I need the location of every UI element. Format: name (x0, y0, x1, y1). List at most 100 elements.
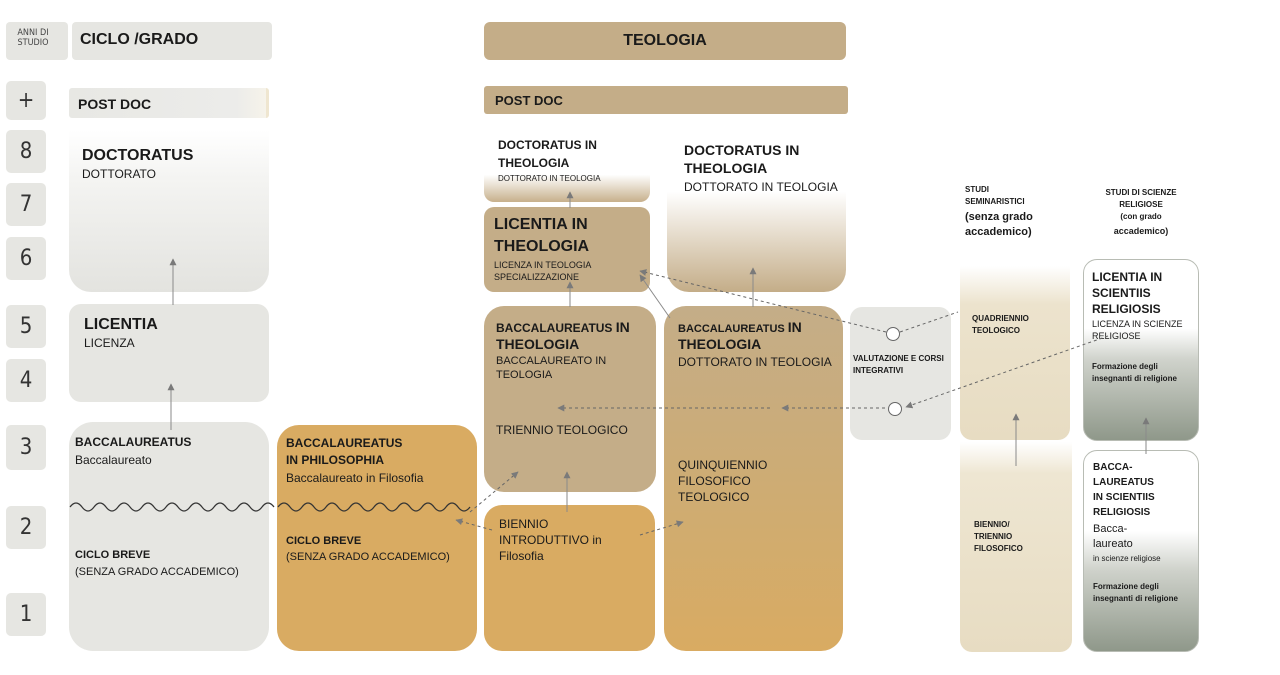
sc-bacc-1: BACCA- (1093, 462, 1133, 473)
bacc2-title-a: BACCALAUREATUS (678, 323, 785, 335)
year-badge-8: 8 (6, 130, 46, 173)
sc-form1-2: insegnanti di religione (1092, 374, 1177, 383)
dashed-arrow-biennio-to-filosofia (455, 518, 493, 531)
sc-lic-sub-1: LICENZA IN SCIENZE (1092, 319, 1183, 329)
filosofia-breve-sub: (SENZA GRADO ACCADEMICO) (286, 551, 450, 563)
sc-bacc-4: RELIGIOSIS (1093, 507, 1151, 518)
filosofia-baccalaureatus: BACCALAUREATUS IN PHILOSOPHIA Baccalaure… (277, 425, 477, 651)
valutazione-line-1: VALUTAZIONE E CORSI (853, 354, 944, 363)
bacc1-title-line1: BACCALAUREATUS IN (496, 319, 630, 336)
ciclo-breve-sub: (SENZA GRADO ACCADEMICO) (75, 566, 239, 578)
bacc2-title-line1: BACCALAUREATUS IN (678, 319, 802, 336)
arrow-bacc2-to-lic (639, 274, 671, 319)
sc-form2-1: Formazione degli (1093, 582, 1159, 591)
biennio-triennio-box: BIENNIO/ TRIENNIO FILOSOFICO (960, 442, 1072, 652)
wavy-separator-filosofia (277, 502, 471, 512)
teologia-doctoratus-1: DOCTORATUS IN THEOLOGIA DOTTORATO IN TEO… (484, 130, 650, 202)
bacc1-sub-2: TEOLOGIA (496, 369, 553, 381)
teologia-header: TEOLOGIA (484, 22, 846, 60)
scienze-licentia: LICENTIA IN SCIENTIIS RELIGIOSIS LICENZA… (1083, 259, 1199, 441)
teologia-baccalaureatus-2: BACCALAUREATUS IN THEOLOGIA DOTTORATO IN… (664, 306, 843, 651)
ciclo-bacc-title: BACCALAUREATUS (75, 435, 192, 449)
sc-lic-3: RELIGIOSIS (1092, 302, 1161, 316)
ciclo-baccalaureatus: BACCALAUREATUS Baccalaureato CICLO BREVE… (69, 422, 269, 651)
ciclo-post-doc: POST DOC (69, 88, 269, 118)
teologia-licentia: LICENTIA IN THEOLOGIA LICENZA IN TEOLOGI… (484, 207, 650, 292)
year-badge-5: 5 (6, 305, 46, 348)
year-badge-plus: + (6, 81, 46, 120)
year-badge-4: 4 (6, 359, 46, 402)
sc-lic-1: LICENTIA IN (1092, 270, 1163, 284)
scienze-header-3: (con grado (1120, 212, 1162, 221)
ciclo-post-doc-label: POST DOC (78, 96, 152, 112)
seminaristici-header-3: (senza grado (965, 211, 1033, 223)
sem-biennio-2: TRIENNIO (974, 532, 1013, 541)
sc-bacc-3: IN SCIENTIIS (1093, 492, 1155, 503)
sc-bacc-sub-3: in scienze religiose (1093, 554, 1161, 563)
lic-title-2: THEOLOGIA (494, 238, 590, 255)
sem-biennio-3: FILOSOFICO (974, 544, 1023, 553)
ciclo-licentia-sub: LICENZA (84, 336, 135, 350)
year-badge-7: 7 (6, 183, 46, 226)
bacc2-title-2: THEOLOGIA (678, 336, 762, 352)
ciclo-doctoratus-sub: DOTTORATO (82, 167, 157, 181)
ciclo-breve-title: CICLO BREVE (75, 549, 151, 561)
quadriennio-box: QUADRIENNIO TEOLOGICO (960, 266, 1070, 440)
seminaristici-header-2: SEMINARISTICI (965, 197, 1025, 206)
quinq-2: FILOSOFICO (678, 474, 751, 488)
ciclo-doctoratus: DOCTORATUS DOTTORATO (69, 130, 269, 292)
seminaristici-header-4: accademico) (965, 226, 1032, 238)
lic-sub-1: LICENZA IN TEOLOGIA (494, 260, 592, 270)
seminaristici-header-1: STUDI (965, 185, 989, 194)
bacc1-title-b: IN (615, 319, 630, 335)
valutazione-box: VALUTAZIONE E CORSI INTEGRATIVI (850, 307, 951, 440)
doct2-sub: DOTTORATO IN TEOLOGIA (684, 180, 838, 194)
teologia-post-doc: POST DOC (484, 86, 848, 114)
ciclo-licentia-title: LICENTIA (84, 316, 158, 333)
dashed-arrow-sc-lic-to-circle (905, 335, 1109, 409)
year-badge-6: 6 (6, 237, 46, 280)
dashed-arrow-filosofia-to-bacc1 (469, 471, 519, 513)
quadr-1: QUADRIENNIO (972, 314, 1029, 323)
filosofia-breve-title: CICLO BREVE (286, 535, 362, 547)
ciclo-header-label: CICLO /GRADO (80, 31, 199, 48)
biennio-3: Filosofia (499, 549, 544, 563)
bacc1-title-2: THEOLOGIA (496, 336, 580, 352)
bacc2-title-b: IN (787, 319, 802, 335)
filosofia-bacc-title-1: BACCALAUREATUS (286, 436, 403, 450)
valutazione-line-2: INTEGRATIVI (853, 366, 904, 375)
filosofia-bacc-sub: Baccalaureato in Filosofia (286, 471, 424, 485)
year-badge-2: 2 (6, 506, 46, 549)
years-header: ANNI DI STUDIO (6, 22, 68, 60)
sc-form1-1: Formazione degli (1092, 362, 1158, 371)
teologia-header-label: TEOLOGIA (623, 32, 707, 49)
bacc1-title-a: BACCALAUREATUS (496, 321, 613, 335)
filosofia-bacc-title-2: IN PHILOSOPHIA (286, 453, 385, 467)
sc-form2-2: insegnanti di religione (1093, 594, 1178, 603)
biennio-1: BIENNIO (499, 517, 549, 531)
valutazione-circle-top (886, 327, 900, 341)
lic-title-1: LICENTIA IN (494, 216, 588, 233)
lic-sub-2: SPECIALIZZAZIONE (494, 272, 580, 282)
sc-lic-sub-2: RELIGIOSE (1092, 331, 1141, 341)
sc-bacc-2: LAUREATUS (1093, 477, 1154, 488)
quinq-3: TEOLOGICO (678, 490, 750, 504)
year-badge-3: 3 (6, 425, 46, 470)
teologia-post-doc-label: POST DOC (495, 93, 563, 108)
years-header-label: ANNI DI STUDIO (17, 28, 49, 48)
dashed-arrow-biennio-to-quinq (639, 520, 684, 536)
scienze-header-4: accademico) (1113, 226, 1169, 236)
ciclo-doctoratus-title: DOCTORATUS (82, 147, 194, 164)
scienze-header-1: STUDI DI SCIENZE (1105, 188, 1177, 197)
doct2-title-2: THEOLOGIA (684, 160, 768, 176)
doct1-sub: DOTTORATO IN TEOLOGIA (498, 174, 601, 183)
teologia-doctoratus-2: DOCTORATUS IN THEOLOGIA DOTTORATO IN TEO… (667, 130, 846, 292)
quinq-1: QUINQUIENNIO (678, 458, 768, 472)
biennio-2: INTRODUTTIVO in (499, 533, 602, 547)
ciclo-header: CICLO /GRADO (72, 22, 272, 60)
sc-bacc-sub-1: Bacca- (1093, 523, 1128, 535)
teologia-baccalaureatus-1: BACCALAUREATUS IN THEOLOGIA BACCALAUREAT… (484, 306, 656, 492)
valutazione-circle-bottom (888, 402, 902, 416)
dashed-arrow-to-licentia (639, 269, 887, 333)
